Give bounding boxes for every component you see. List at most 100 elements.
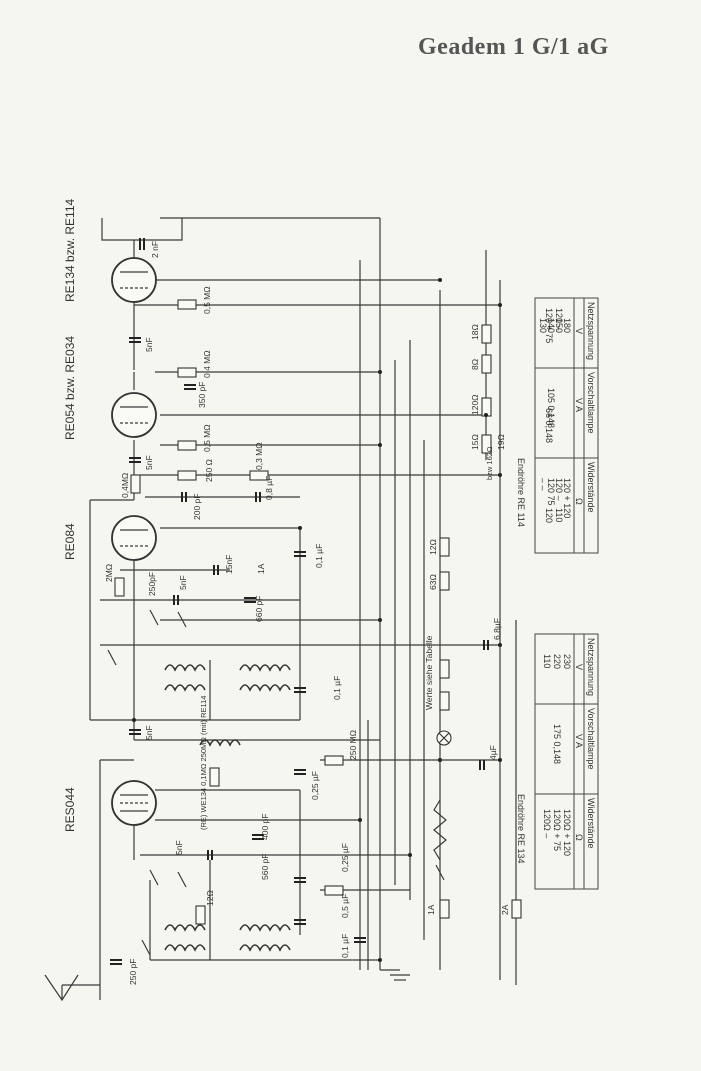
svg-text:220: 220 — [552, 654, 562, 669]
table-re134: Endröhre RE 134 Netzspannung Vorschaltla… — [516, 633, 599, 890]
label-tube-rf: RE134 bzw. RE114 — [63, 199, 77, 302]
svg-text:230: 230 — [562, 654, 572, 669]
label-r-18: 18Ω — [470, 324, 480, 340]
svg-text:175 0,148: 175 0,148 — [552, 724, 562, 764]
table2-u1: V A — [574, 734, 584, 748]
table2-h2: Widerstände — [586, 798, 596, 849]
label-c-08: 0,8 µF — [264, 476, 274, 500]
label-fuse-b: 2A — [500, 904, 510, 915]
page-title: Geadem 1 G/1 aG — [418, 34, 609, 60]
label-r-250m: 250 MΩ — [348, 730, 358, 760]
label-c-top: 2 nF — [150, 241, 160, 258]
label-c-5nf-b: 5nF — [144, 455, 154, 470]
table1-caption: Endröhre RE 114 — [516, 458, 526, 527]
label-r-03: 0,3 MΩ — [254, 442, 264, 470]
label-r-2m: 2MΩ — [104, 564, 114, 582]
table1-u2: Ω — [574, 498, 584, 505]
svg-text:120 + 120: 120 + 120 — [562, 478, 572, 518]
svg-text:120 –: 120 – — [554, 478, 564, 501]
svg-text:120Ω –: 120Ω – — [542, 809, 552, 838]
wiring — [44, 217, 517, 1002]
label-r-bw: bzw 162Ω — [485, 446, 494, 480]
label-c-5nf-d: 5nF — [144, 725, 154, 740]
label-r-04: 0,4 MΩ — [202, 350, 212, 378]
tube-re054 — [111, 392, 157, 438]
svg-text:110: 110 — [554, 508, 564, 522]
svg-text:180: 180 — [562, 318, 572, 333]
svg-text:120Ω + 120: 120Ω + 120 — [562, 809, 572, 856]
label-r-combo: (RE) WE134 0,1MΩ 250MΩ (mit) RE114 — [199, 696, 208, 830]
table-re114-lower: 120 66 0,148 120 + 75 110 120 – — [544, 308, 564, 523]
svg-text:66 0,148: 66 0,148 — [544, 408, 554, 443]
svg-text:120 75: 120 75 — [546, 478, 556, 506]
svg-text:120 –: 120 – — [554, 308, 564, 331]
tube-res044 — [111, 780, 157, 826]
label-r-05-top: 0,5 MΩ — [202, 286, 212, 314]
svg-text:150: 150 — [554, 318, 564, 333]
label-c-025-b: 0,25 µF — [340, 843, 350, 872]
label-tube-amp: RE084 — [63, 523, 77, 560]
label-r-04m: 0,4MΩ — [120, 473, 130, 498]
svg-text:130: 130 — [538, 318, 548, 333]
svg-text:120Ω + 75: 120Ω + 75 — [552, 809, 562, 851]
table1-row: 180 120 + 120 150 120 – 140 105 0,148 12… — [538, 318, 572, 518]
label-c-01-a: 0,1 µF — [314, 544, 324, 568]
label-fuse-a: 1A — [426, 904, 436, 915]
label-tube-det: RE054 bzw. RE034 — [63, 336, 77, 440]
label-c-68: 6,8µF — [492, 618, 502, 640]
label-r-15: 15Ω — [470, 434, 480, 450]
label-c-200: 200 pF — [192, 494, 202, 520]
label-r-12b: 12Ω — [428, 539, 438, 555]
table2-caption: Endröhre RE 134 — [516, 794, 526, 864]
label-c-660: 660 pF — [254, 596, 264, 622]
label-c-01-b: 0,1 µF — [332, 676, 342, 700]
label-c-05: 0,5 µF — [340, 894, 350, 918]
label-fuse-1m: 1A — [256, 563, 266, 574]
junctions — [132, 278, 502, 962]
svg-text:120: 120 — [544, 508, 554, 523]
svg-text:140: 140 — [546, 318, 556, 333]
label-c-350: 350 pF — [197, 382, 207, 408]
label-r-12: 12Ω — [205, 890, 215, 906]
label-r-63: 63Ω — [428, 574, 438, 590]
label-note: Werte siehe Tabelle — [424, 635, 434, 710]
label-c-250-ant: 250 pF — [128, 959, 138, 985]
resistors — [114, 299, 522, 925]
label-r-8: 8Ω — [470, 359, 480, 370]
table2-h0: Netzspannung — [586, 638, 596, 696]
table1-h0: Netzspannung — [586, 302, 596, 360]
label-tube-out: RES044 — [63, 787, 77, 832]
label-c-5nf-c: 5nF — [178, 575, 188, 590]
svg-text:– –: – – — [538, 478, 548, 491]
svg-text:105 0,148: 105 0,148 — [546, 388, 556, 428]
table2-h1: Vorschaltlampe — [586, 708, 596, 770]
label-c-400: 400 pF — [260, 814, 270, 840]
table2-row: 230 120Ω + 120 220 175 0,148 120Ω + 75 1… — [542, 654, 572, 856]
capacitors — [110, 238, 489, 965]
label-r-250: 250 Ω — [204, 459, 214, 482]
label-r-120: 120Ω — [470, 394, 480, 415]
table1-u1: V A — [574, 398, 584, 412]
svg-text:120 + 75: 120 + 75 — [544, 308, 554, 343]
table1-h2: Widerstände — [586, 462, 596, 513]
label-c-025-a: 0,25 µF — [310, 771, 320, 800]
label-c-560: 560 pF — [260, 854, 270, 880]
table2-u0: V — [574, 664, 584, 670]
switches — [107, 609, 445, 956]
table1-h1: Vorschaltlampe — [586, 372, 596, 434]
svg-text:110: 110 — [542, 654, 552, 668]
tube-re134 — [111, 257, 157, 303]
table2-u2: Ω — [574, 834, 584, 841]
table-re114: Endröhre RE 114 Netzspannung Vorschaltla… — [516, 297, 599, 554]
label-r-05-mid: 0,5 MΩ — [202, 424, 212, 452]
label-c-5nf-a: 5nF — [144, 337, 154, 352]
label-c-250pf: 250pF — [147, 572, 157, 596]
tube-re084 — [111, 515, 157, 561]
label-r-19: 19Ω — [496, 434, 506, 450]
coils — [164, 664, 291, 952]
table1-u0: V — [574, 328, 584, 334]
label-c-01-c: 0,1 µF — [340, 934, 350, 958]
label-c-5nf-e: 5nF — [174, 840, 184, 855]
label-c-4: 4µF — [488, 745, 498, 760]
